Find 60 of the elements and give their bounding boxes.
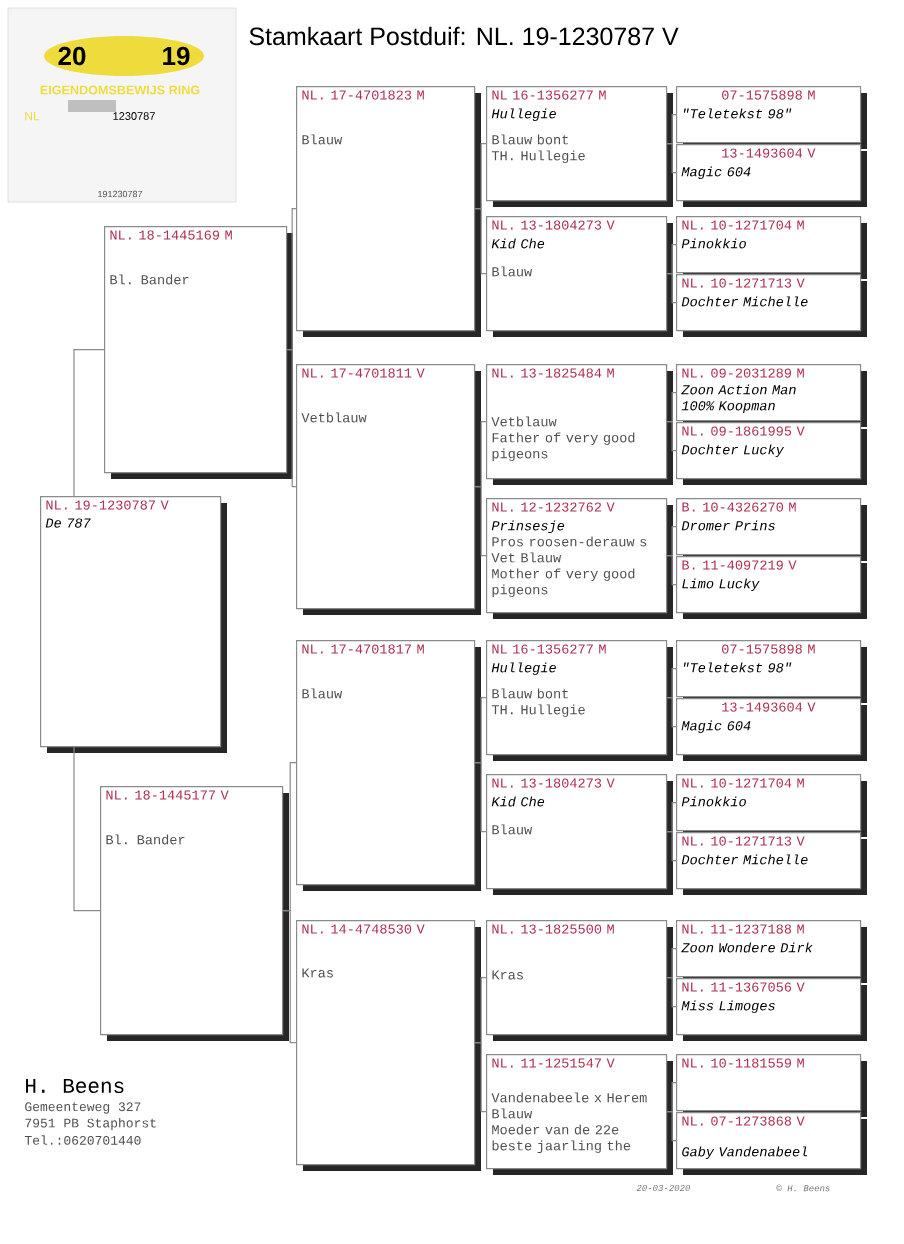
connector-line <box>474 1042 487 1113</box>
connector-line <box>666 273 677 304</box>
connector-line <box>73 349 105 497</box>
card-text: 19 <box>163 46 190 66</box>
connector-line <box>666 143 677 174</box>
pedigree-box <box>676 698 867 761</box>
pedigree-box <box>676 498 867 561</box>
connector-line <box>666 831 677 862</box>
pedigree-box <box>104 226 293 479</box>
pedigree-box <box>676 774 867 837</box>
pedigree-box <box>486 774 673 895</box>
pedigree-box <box>486 216 673 337</box>
pedigree-box <box>676 422 867 485</box>
pedigree-box <box>40 496 227 753</box>
card-text: 20 <box>58 46 86 66</box>
connector-line <box>666 114 677 145</box>
pedigree-box <box>676 640 867 703</box>
connector-line <box>666 948 677 979</box>
connector-line <box>666 1111 677 1142</box>
connector-line <box>474 486 487 557</box>
connector-line <box>666 555 677 586</box>
pedigree-box <box>676 1054 867 1117</box>
pedigree-box <box>676 556 867 619</box>
connector-line <box>666 392 677 423</box>
pedigree-box <box>100 786 289 1041</box>
connector-line <box>666 526 677 557</box>
connector-line <box>73 746 101 912</box>
connector-line <box>666 668 677 699</box>
connector-line <box>666 697 677 728</box>
pedigree-box <box>486 640 673 761</box>
pedigree-box <box>676 364 867 427</box>
connector-line <box>286 208 297 351</box>
pedigree-box <box>676 978 867 1041</box>
connector-line <box>286 349 297 488</box>
connector-line <box>666 802 677 833</box>
pedigree-box <box>486 1054 673 1175</box>
title: Stamkaart Postduif: NL. 19-1230787 V <box>249 26 679 46</box>
pedigree-box <box>676 1112 867 1175</box>
pedigree-box <box>676 86 867 149</box>
pedigree-box <box>296 920 481 1171</box>
pedigree-box <box>676 920 867 983</box>
pedigree-box <box>486 498 673 619</box>
pedigree-box <box>486 920 673 1041</box>
connector-line <box>666 244 677 275</box>
pedigree-box <box>296 364 481 615</box>
pedigree-box <box>296 640 481 891</box>
connector-line <box>474 762 487 833</box>
pedigree-box <box>676 274 867 337</box>
pedigree-box <box>486 364 673 485</box>
pedigree-box <box>676 216 867 279</box>
connector-line <box>666 1082 677 1113</box>
connector-line <box>666 421 677 452</box>
pedigree-box <box>486 86 673 207</box>
connector-line <box>282 910 297 1044</box>
connector-line <box>666 977 677 1008</box>
pedigree-box <box>676 832 867 895</box>
connector-line <box>474 208 487 275</box>
pedigree-box <box>296 86 481 337</box>
owner-name: H. Beens <box>26 1079 124 1094</box>
pedigree-box <box>676 144 867 207</box>
